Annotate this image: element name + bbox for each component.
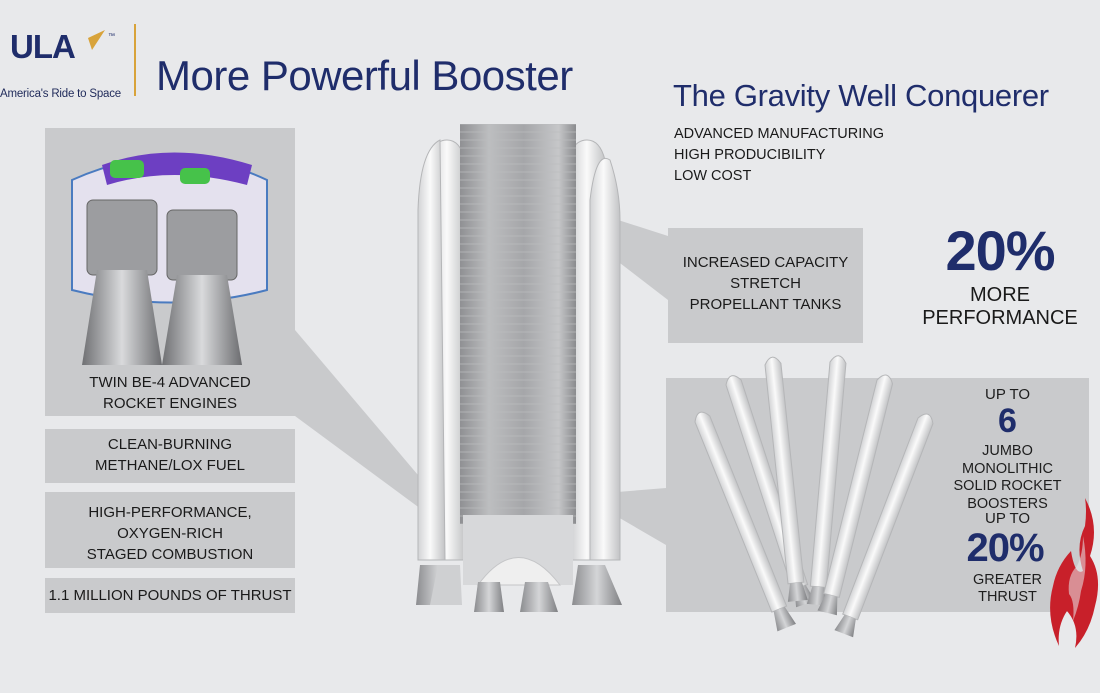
booster-count: 6 — [998, 402, 1017, 440]
svg-text:ULA: ULA — [10, 28, 75, 62]
fuel-panel: CLEAN-BURNING METHANE/LOX FUEL — [45, 429, 295, 483]
feature-item: LOW COST — [674, 168, 752, 184]
booster-description: JUMBO MONOLITHIC SOLID ROCKET BOOSTERS — [953, 443, 1062, 512]
boosters-up-to: UP TO — [984, 386, 1031, 403]
header-divider — [134, 24, 136, 96]
tanks-panel: INCREASED CAPACITY STRETCH PROPELLANT TA… — [668, 228, 863, 343]
flame-icon — [1050, 498, 1099, 648]
feature-list: ADVANCED MANUFACTURING HIGH PRODUCIBILIT… — [674, 124, 884, 187]
ula-logo[interactable]: ULA ™ America's Ride to Space — [0, 8, 122, 100]
logo-tagline: America's Ride to Space — [0, 88, 121, 100]
performance-value: 20% — [945, 219, 1055, 282]
booster-illustration — [694, 355, 934, 638]
feature-item: ADVANCED MANUFACTURING — [674, 126, 884, 142]
thrust-up-to: UP TO — [984, 510, 1031, 527]
combustion-panel: HIGH-PERFORMANCE, OXYGEN-RICH STAGED COM… — [45, 492, 295, 568]
right-booster-pair — [571, 139, 622, 605]
ula-logo-icon: ULA ™ — [10, 28, 115, 62]
left-booster-pair — [416, 139, 466, 605]
engine-illustration — [71, 152, 268, 365]
page-title: More Powerful Booster — [156, 52, 573, 99]
thrust-value: 20% — [966, 526, 1044, 570]
engines-label: TWIN BE-4 ADVANCED ROCKET ENGINES — [89, 374, 251, 412]
thrust-label: GREATER THRUST — [972, 572, 1043, 605]
subtitle: The Gravity Well Conquerer — [673, 78, 1049, 113]
thrust-panel: 1.1 MILLION POUNDS OF THRUST — [45, 578, 295, 613]
feature-item: HIGH PRODUCIBILITY — [674, 147, 826, 163]
performance-label: MORE PERFORMANCE — [922, 284, 1078, 329]
logo-tm: ™ — [108, 33, 115, 40]
